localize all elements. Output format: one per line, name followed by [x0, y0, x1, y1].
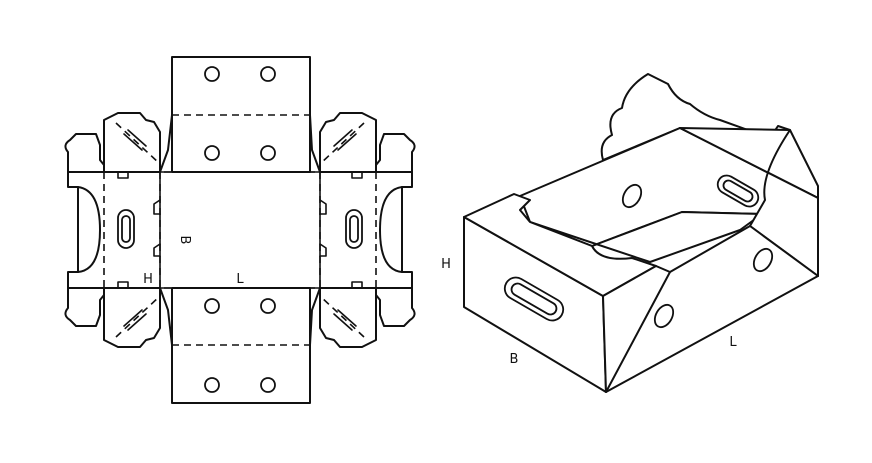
- top-flap: [171, 56, 311, 173]
- corner-slot-top-right: [333, 129, 357, 151]
- vent-hole: [204, 298, 220, 314]
- flat-dieline: L B H: [64, 56, 416, 404]
- corner-web-top-right: [319, 112, 377, 173]
- corner-fold-bottom-left: [115, 295, 161, 338]
- flat-label-b: B: [177, 236, 192, 245]
- corner-web-bottom-left: [103, 287, 161, 348]
- box-label-b: B: [510, 352, 519, 367]
- box-label-h: H: [441, 257, 451, 272]
- vent-hole: [204, 145, 220, 161]
- bottom-flap: [171, 287, 311, 404]
- lock-slot: [153, 243, 161, 257]
- corner-slot-top-left: [123, 129, 147, 151]
- flat-label-h: H: [143, 272, 153, 287]
- ear-tab-bottom-right: [375, 287, 416, 327]
- right-end-lobe: [379, 186, 403, 273]
- vent-hole: [260, 377, 276, 393]
- ear-tab-top-left: [64, 133, 105, 173]
- corner-slot-bottom-left: [123, 309, 147, 331]
- lock-tab: [351, 281, 363, 289]
- hand-hole-left-inner: [121, 215, 131, 243]
- right-end-panel: [319, 171, 413, 289]
- lock-slot: [153, 199, 161, 215]
- lock-tab: [351, 171, 363, 179]
- corner-notch-bottom-right: [309, 287, 321, 346]
- ear-tab-top-right: [375, 133, 416, 173]
- box-vent-hole: [621, 183, 643, 209]
- vent-hole: [260, 66, 276, 82]
- corner-fold-bottom-right: [319, 295, 365, 338]
- front-end-rim: [463, 193, 657, 297]
- left-end-lobe: [77, 186, 101, 273]
- vent-hole: [260, 145, 276, 161]
- hand-hole-right-inner: [349, 215, 359, 243]
- box-label-l: L: [729, 335, 737, 350]
- left-end-panel: [67, 171, 161, 289]
- assembled-box: H B L: [441, 73, 819, 393]
- vent-hole: [204, 66, 220, 82]
- corner-fold-top-left: [115, 122, 161, 165]
- lock-slot: [319, 243, 327, 257]
- corner-web-top-left: [103, 112, 161, 173]
- box-vent-hole: [653, 303, 675, 329]
- ear-tab-bottom-left: [64, 287, 105, 327]
- front-corner-web: [602, 265, 671, 393]
- box-hand-hole-back-inner: [722, 179, 754, 203]
- box-vent-hole: [752, 247, 774, 273]
- base-panel: [159, 171, 321, 289]
- lock-tab: [117, 171, 129, 179]
- corner-slot-bottom-right: [333, 309, 357, 331]
- vent-hole: [260, 298, 276, 314]
- flat-label-l: L: [236, 272, 244, 287]
- corner-fold-top-right: [319, 122, 365, 165]
- vent-hole: [204, 377, 220, 393]
- lock-slot: [319, 199, 327, 215]
- box-hand-hole-front-inner: [510, 282, 558, 316]
- corner-notch-bottom-left: [159, 287, 173, 346]
- lock-tab: [117, 281, 129, 289]
- corner-notch-top-right: [309, 114, 321, 173]
- corner-web-bottom-right: [319, 287, 377, 348]
- corner-notch-top-left: [159, 114, 173, 173]
